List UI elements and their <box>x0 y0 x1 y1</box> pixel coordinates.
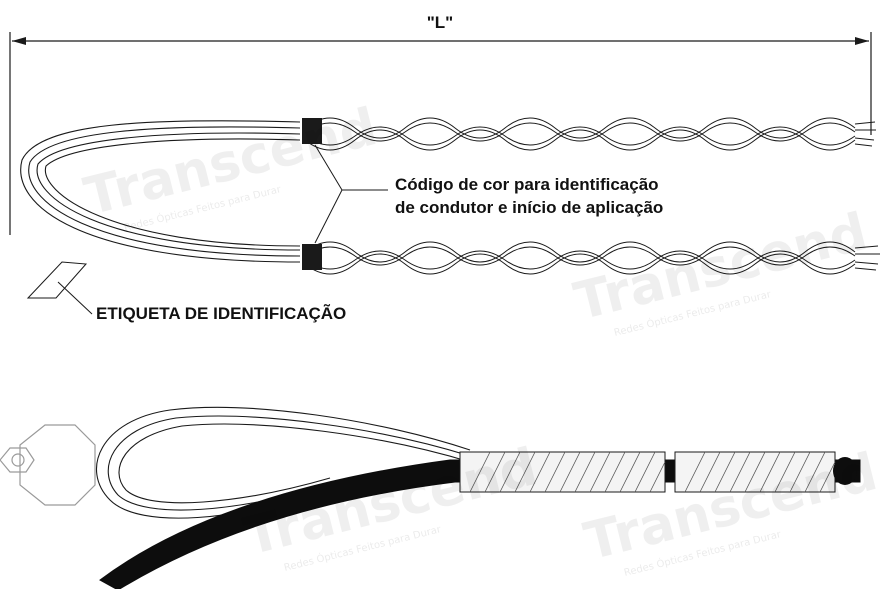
grip-wrapped-section <box>459 451 857 493</box>
id-tag-leader <box>57 281 93 315</box>
watermark-1: Transcend Redes Ópticas Feitos para Dura… <box>79 97 383 234</box>
id-tag-callout: ETIQUETA DE IDENTIFICAÇÃO <box>96 303 346 323</box>
watermark-brand-1: Transcend <box>79 97 383 228</box>
grip-loop <box>20 120 301 263</box>
color-code-band-lower <box>302 244 322 270</box>
watermark-3: Transcend Redes Ópticas Feitos para Dura… <box>239 437 543 574</box>
watermark-brand-3: Transcend <box>239 437 543 568</box>
length-dimension: "L" <box>9 13 872 235</box>
color-code-callout-line1: Código de cor para identificação <box>395 175 659 194</box>
dimension-label: "L" <box>427 13 454 32</box>
color-code-callout-line2: de condutor e início de aplicação <box>395 198 663 217</box>
conductor-cable <box>99 459 861 589</box>
watermark-brand-2: Transcend <box>569 202 873 333</box>
clevis-hardware <box>0 424 96 506</box>
upper-helical-leg <box>304 117 876 151</box>
dimension-arrow-right <box>855 37 869 45</box>
color-code-leader <box>314 144 388 244</box>
identification-tag <box>26 261 88 299</box>
color-code-band-upper <box>302 118 322 144</box>
lower-helical-leg <box>304 241 880 275</box>
dimension-arrow-left <box>12 37 26 45</box>
